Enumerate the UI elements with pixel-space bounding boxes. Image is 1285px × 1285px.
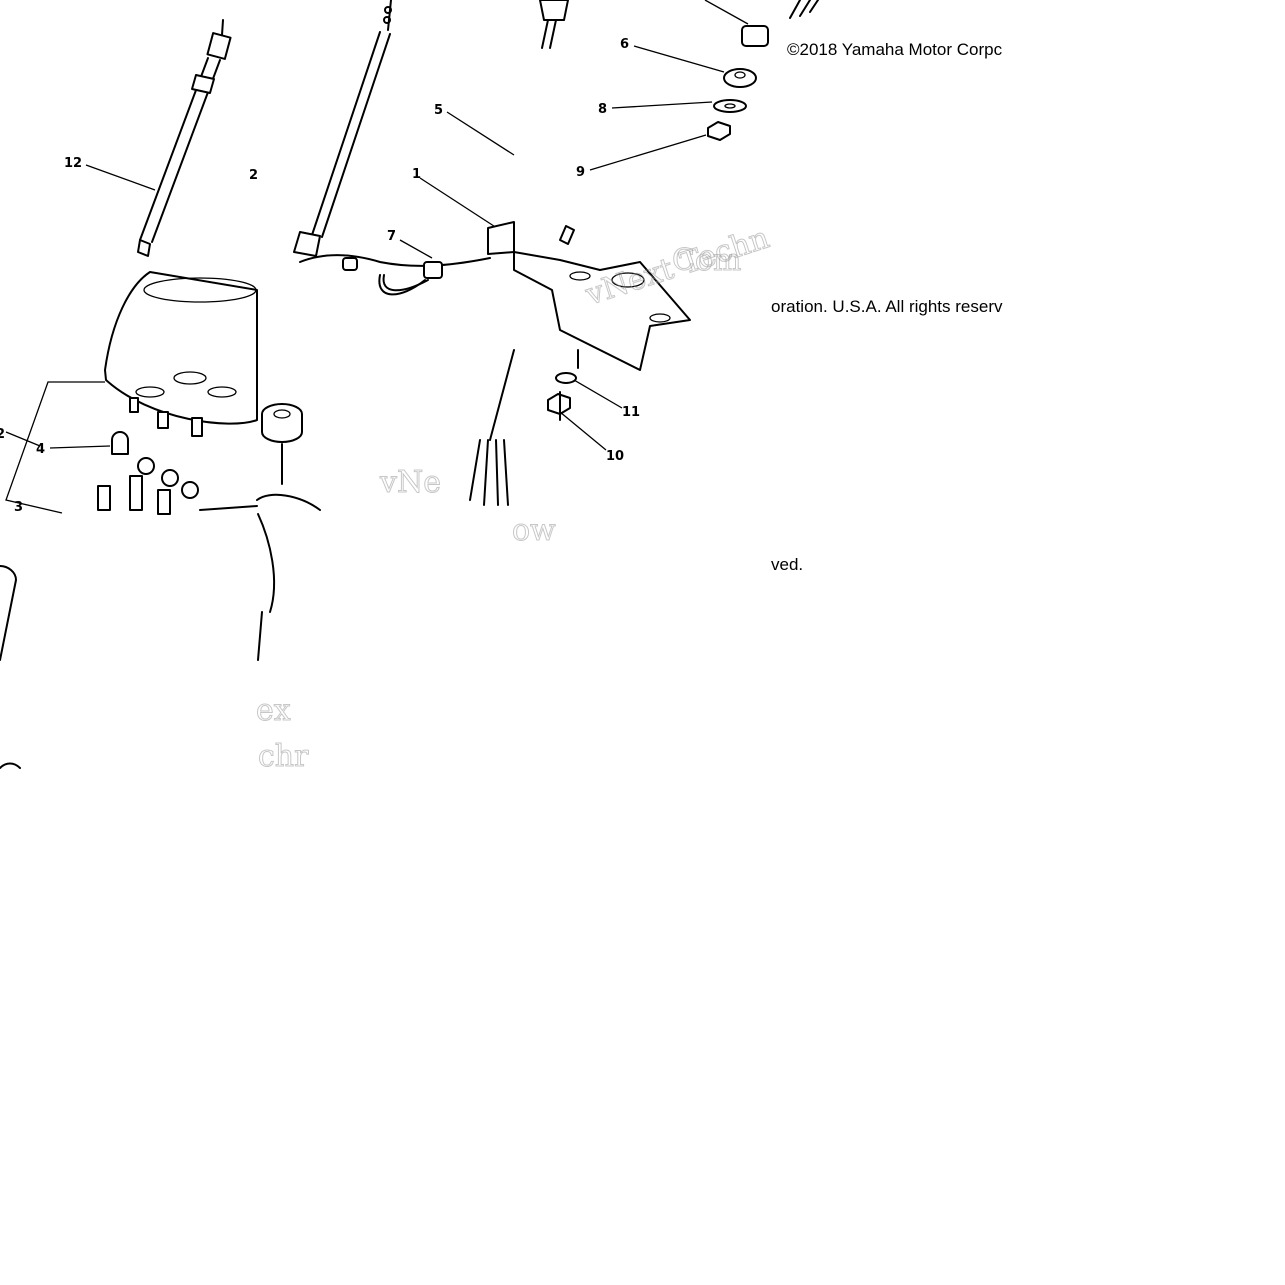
bulbs-illustration: [97, 431, 258, 515]
watermark-6: ex: [256, 693, 291, 728]
washer-8: [713, 99, 747, 113]
watermark-3: chr: [258, 739, 309, 774]
cable-12-illustration: [137, 19, 232, 257]
callout-8: 8: [598, 102, 607, 117]
nut-9: [707, 121, 731, 141]
callout-5: 5: [434, 103, 443, 118]
leader-6: [633, 45, 725, 73]
cable-2-illustration: [293, 0, 392, 257]
bracket-corner: [789, 0, 819, 19]
watermark-4: Com: [672, 243, 741, 278]
bracket-edge: [487, 221, 515, 255]
harness-illustration: [256, 254, 515, 511]
callout-4: 4: [36, 442, 45, 457]
leader-5: [446, 111, 515, 156]
leader-10: [559, 411, 607, 451]
copyright-line-3: ved.: [771, 555, 803, 574]
callout-12: 12: [64, 156, 82, 171]
leader-8: [611, 101, 713, 109]
leader-1: [419, 177, 501, 231]
lower-fragments: [0, 513, 276, 769]
leader-4: [49, 445, 111, 449]
leader-2-left: [5, 431, 41, 447]
leader-top: [704, 0, 749, 25]
leader-12: [85, 164, 156, 191]
copyright-line-1: ©2018 Yamaha Motor Corpc: [787, 40, 1003, 59]
instrument-bracket-illustration: [513, 225, 691, 421]
callout-2: 2: [249, 168, 258, 183]
callout-1: 1: [412, 167, 421, 182]
callout-11: 11: [622, 405, 640, 420]
watermark-5: ow: [512, 513, 556, 548]
callout-2-left: 2: [0, 427, 5, 442]
watermark-2: vNe: [379, 465, 441, 500]
leader-7: [399, 239, 433, 259]
leader-9: [589, 134, 707, 171]
callout-3: 3: [14, 500, 23, 515]
bulb-socket-top: [539, 0, 569, 49]
callout-10: 10: [606, 449, 624, 464]
meter-housing-illustration: [104, 271, 258, 437]
leader-11: [573, 379, 623, 409]
callout-7: 7: [387, 229, 396, 244]
grommet-top: [741, 25, 769, 47]
callout-9: 9: [576, 165, 585, 180]
callout-6: 6: [620, 37, 629, 52]
copyright-line-2: oration. U.S.A. All rights reserv: [771, 297, 1003, 316]
